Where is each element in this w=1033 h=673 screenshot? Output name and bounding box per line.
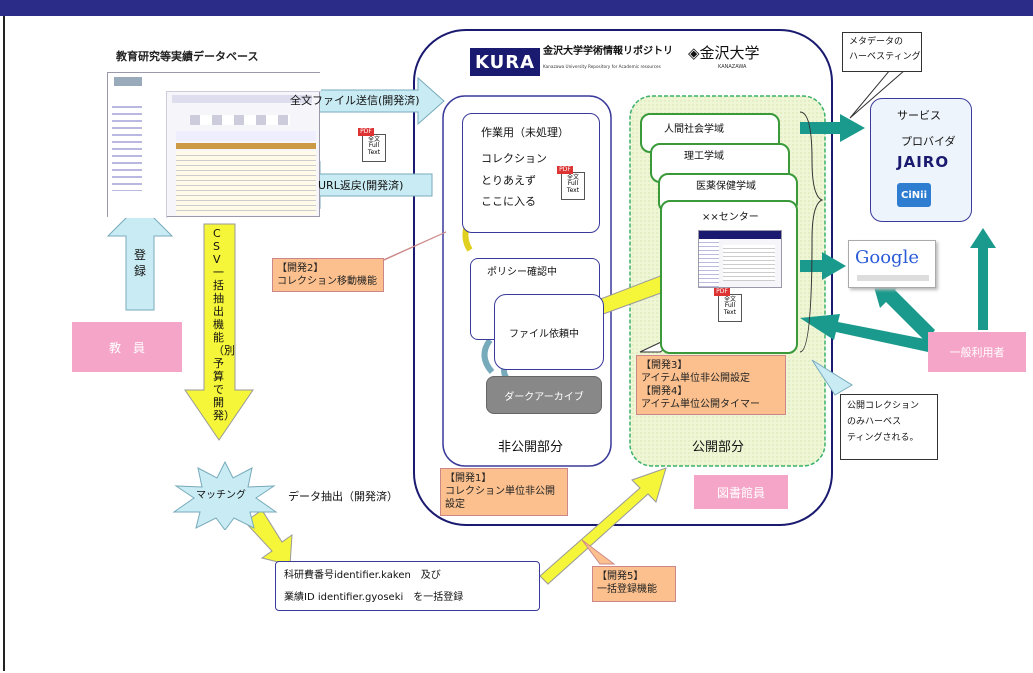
service-provider: サービス プロバイダ JAIRO CiNii: [870, 98, 972, 222]
slide-frame: [3, 16, 1029, 671]
dev2-callout: 【開発2】コレクション移動機能: [272, 258, 384, 292]
file-request-collection: ファイル依頼中: [494, 294, 604, 370]
csv-label: CSV一括抽出機能（別予算で開発）: [213, 227, 235, 422]
dev34-callout: 【開発3】アイテム単位非公開設定【開発4】アイテム単位公開タイマー: [636, 355, 786, 415]
dev5-callout: 【開発5】一括登録機能: [592, 566, 676, 602]
private-part-label: 非公開部分: [498, 440, 564, 455]
register-arrow: [106, 203, 174, 311]
univ-logo: ◈金沢大学: [688, 44, 760, 62]
csv-arrow: [184, 223, 254, 441]
register-label: 登録: [134, 248, 147, 278]
general-user-box: 一般利用者: [928, 332, 1026, 372]
dark-archive: ダークアーカイブ: [486, 376, 602, 414]
faculty-box: 教 員: [72, 322, 182, 372]
univ-logo-en: KANAZAWA: [718, 64, 747, 70]
public-collection-note: 公開コレクション のみハーベス ティングされる。: [840, 394, 938, 460]
top-banner: [0, 0, 1033, 16]
kura-name-en: Kanazawa University Repository for Acade…: [543, 64, 661, 69]
db-screenshot: [107, 72, 321, 218]
bulk-to-public-arrow: [539, 467, 667, 585]
user-to-repo-arrow: [800, 314, 930, 352]
fulltext-send-label: 全文ファイル送信(開発済): [290, 94, 420, 107]
jairo-logo: JAIRO: [897, 153, 950, 171]
librarian-box: 図書館員: [694, 475, 788, 509]
url-return-label: URL返戻(開発済): [318, 179, 404, 192]
google-box: Google: [848, 240, 936, 288]
public-part-label: 公開部分: [692, 440, 745, 455]
matching-star: [172, 460, 278, 530]
meta-harvest-callout: メタデータの ハーベスティング: [842, 32, 922, 72]
harvest-arrow-google: [800, 252, 846, 280]
data-extract-label: データ抽出（開発済）: [288, 490, 398, 503]
bulk-register-box: 科研費番号identifier.kaken 及び 業績ID identifier…: [275, 561, 540, 611]
kura-logo: KURA: [470, 48, 540, 76]
match-to-bulk-arrow: [244, 509, 293, 566]
matching-label: マッチング: [196, 490, 246, 501]
cinii-logo: CiNii: [897, 183, 931, 207]
dev1-callout: 【開発1】コレクション単位非公開設定: [440, 468, 568, 516]
user-to-sp-arrow: [970, 228, 996, 330]
db-title: 教育研究等実績データベース: [116, 50, 259, 63]
harvest-arrow-sp: [800, 114, 865, 142]
user-to-google-arrow: [872, 280, 935, 342]
pubcol-tail: [811, 359, 853, 396]
kura-name: 金沢大学学術情報リポジトリ: [543, 46, 673, 57]
